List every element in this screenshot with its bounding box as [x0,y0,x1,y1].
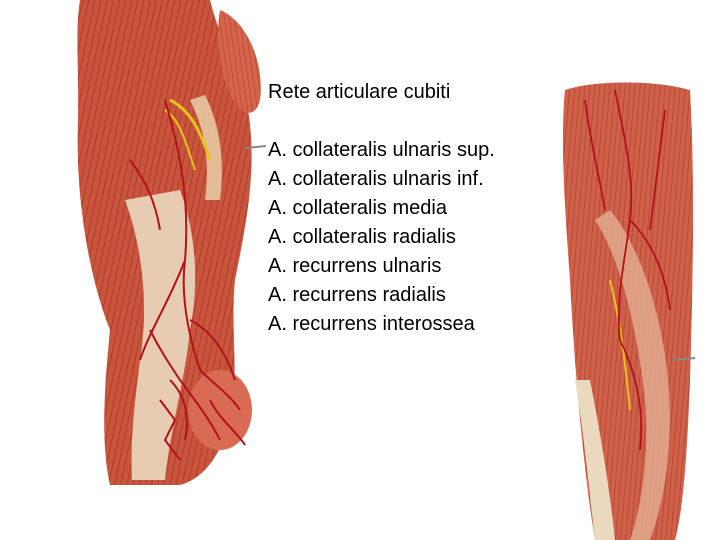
nerve-line [169,98,212,161]
artery-list: A. collateralis ulnaris sup. A. collater… [268,136,495,339]
artery-network [584,89,671,451]
tendon-shape [575,380,615,540]
muscle-belly-shape [595,210,670,540]
artery-network [129,99,246,461]
list-item: A. recurrens interossea [268,313,475,335]
forearm-anatomy-illustration-right [562,82,696,540]
muscle-bulge-shape [218,10,261,113]
olecranon-shape [188,370,252,450]
list-item: A. collateralis media [268,197,447,219]
list-item: A. collateralis ulnaris inf. [268,168,484,190]
tendon-shape [125,190,196,480]
elbow-anatomy-illustration-left [77,0,267,485]
slide-title: Rete articulare cubiti [268,81,451,103]
forearm-muscle-shape [562,82,694,540]
annotation-text-block: Rete articulare cubiti A. collateralis u… [268,78,495,339]
pin-marker [245,145,267,149]
pin-marker [672,357,696,361]
list-item: A. collateralis ulnaris sup. [268,139,495,161]
list-item: A. recurrens ulnaris [268,255,442,277]
list-item: A. recurrens radialis [268,284,446,306]
list-item: A. collateralis radialis [268,226,456,248]
nerve-line [609,279,631,411]
